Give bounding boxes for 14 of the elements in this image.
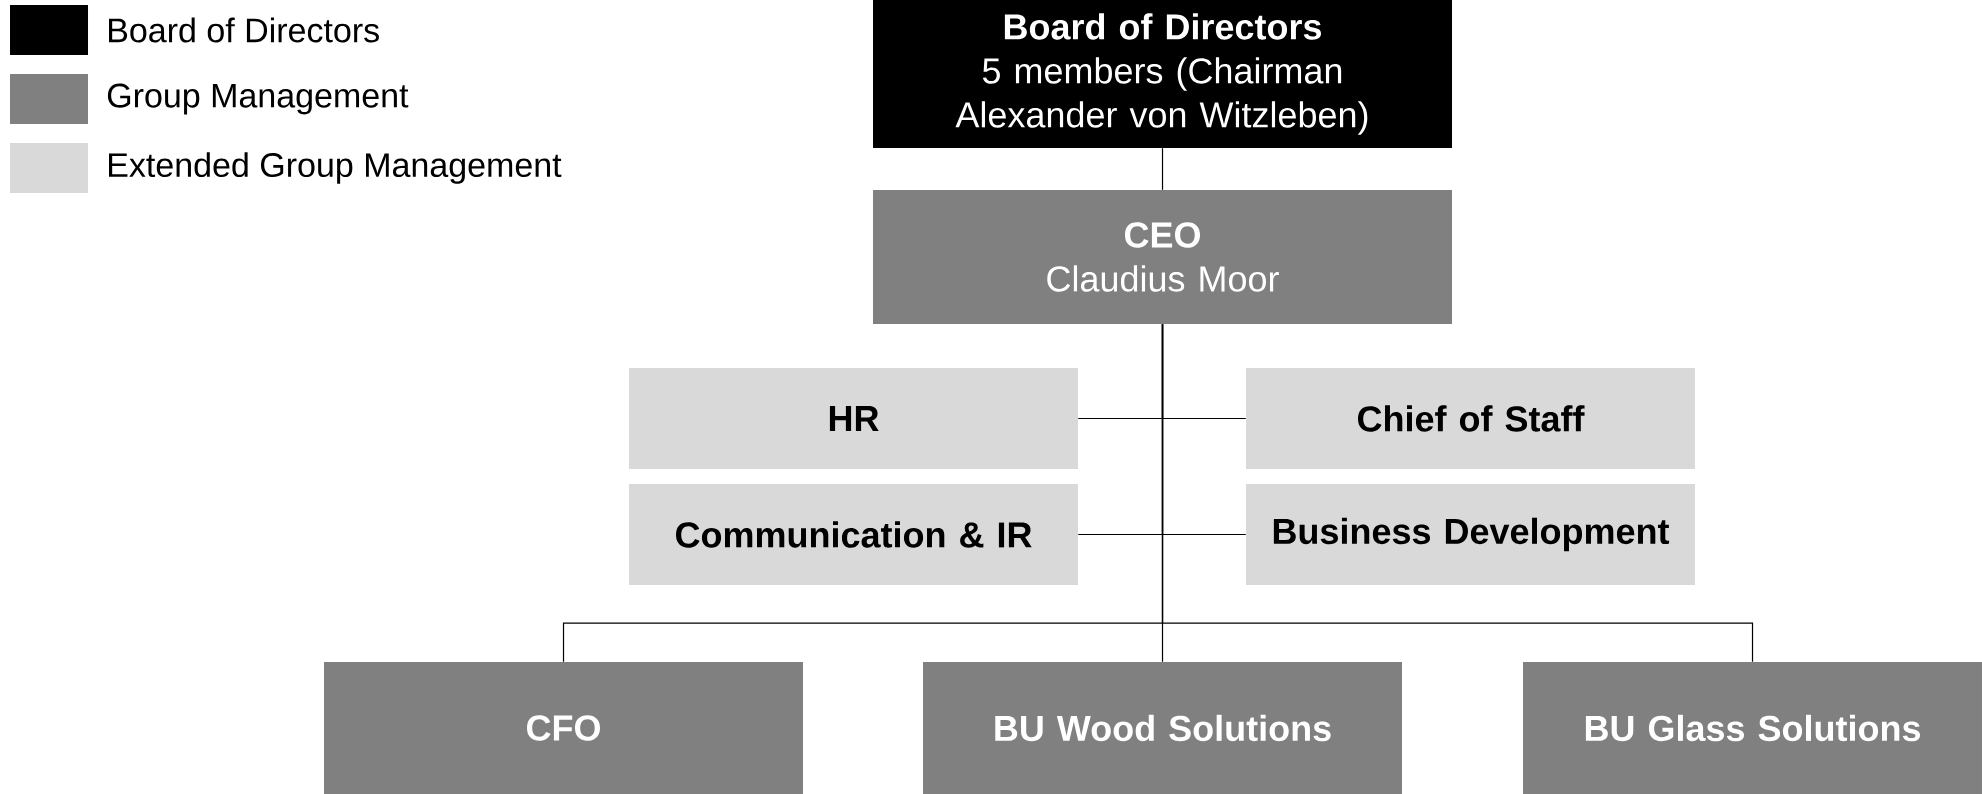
legend-label: Extended Group Management (109, 152, 562, 184)
org-box: Chief of Staff (1246, 368, 1695, 469)
org-box: Board of Directors 5 members (Chairman Alexander von Witzleben) (873, 0, 1452, 148)
org-box: BU Glass Solutions (1523, 662, 1982, 794)
org-box: Business Development (1246, 484, 1695, 585)
org-box: HR (629, 368, 1078, 469)
connector-line (1161, 147, 1164, 191)
org-box: Communication & IR (629, 484, 1078, 585)
legend-label: Board of Directors (109, 17, 379, 43)
connector-line (1161, 323, 1754, 663)
org-box: CEO Claudius Moor (873, 190, 1452, 324)
org-box: BU Wood Solutions (923, 662, 1402, 794)
org-box: CFO (324, 662, 803, 794)
legend-label: Group Management (107, 83, 409, 115)
